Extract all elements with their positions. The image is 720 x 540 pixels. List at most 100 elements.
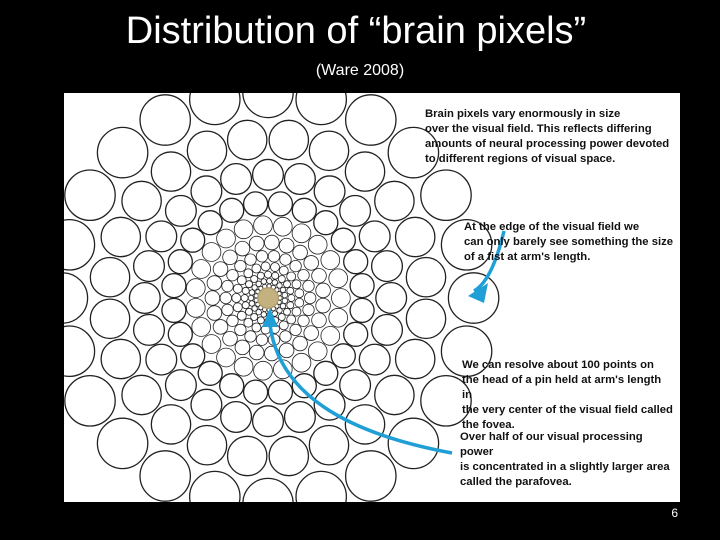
brain-pixel-circle <box>64 374 116 427</box>
brain-pixel-circle <box>234 339 251 356</box>
brain-pixel-circle <box>121 374 162 416</box>
brain-pixel-circle <box>242 93 294 119</box>
slide-subtitle: (Ware 2008) <box>315 62 405 79</box>
brain-pixel-circle <box>255 280 262 287</box>
fovea-arrowhead <box>262 308 278 327</box>
brain-pixel-circle <box>96 126 149 179</box>
brain-pixel-circle <box>100 216 142 258</box>
brain-pixel-circle <box>251 322 262 333</box>
brain-pixel-circle <box>244 253 257 266</box>
brain-pixel-circle <box>302 279 315 293</box>
brain-pixel-circle <box>204 290 221 306</box>
brain-pixel-circle <box>206 305 223 321</box>
brain-pixel-circle <box>267 191 294 217</box>
brain-pixel-circle <box>221 279 234 293</box>
fovea-arrow <box>268 324 453 455</box>
brain-pixel-circle <box>201 242 222 262</box>
brain-pixel-circle <box>255 309 262 316</box>
brain-pixel-circle <box>405 298 447 340</box>
brain-pixel-circle <box>216 347 236 368</box>
brain-pixel-circle <box>201 334 222 354</box>
brain-pixel-circle <box>281 297 288 304</box>
brain-pixel-circle <box>226 269 239 282</box>
brain-pixel-circle <box>394 216 436 258</box>
brain-pixel-circle <box>304 291 317 305</box>
brain-pixel-circle <box>244 330 257 343</box>
brain-pixel-circle <box>233 356 254 377</box>
brain-pixel-circle <box>245 307 253 316</box>
brain-pixel-circle <box>308 424 350 466</box>
brain-pixel-circle <box>231 293 242 303</box>
brain-pixel-circle <box>291 373 317 399</box>
brain-pixel-circle <box>132 313 166 346</box>
brain-pixel-circle <box>164 369 197 402</box>
brain-pixel-circle <box>291 306 302 317</box>
brain-pixel-circle <box>264 234 280 251</box>
brain-pixel-circle <box>251 305 258 312</box>
brain-pixel-circle <box>344 151 386 192</box>
brain-pixel-circle <box>139 450 192 502</box>
brain-pixel-circle <box>167 321 193 347</box>
brain-pixel-circle <box>212 261 229 277</box>
brain-pixel-circle <box>344 450 397 502</box>
brain-pixel-circle <box>220 400 253 434</box>
brain-pixel-circle <box>260 311 267 318</box>
brain-pixel-circle <box>286 314 297 325</box>
brain-pixel-circle <box>241 286 250 295</box>
brain-pixel-circle <box>339 369 372 402</box>
brain-pixel-circle <box>420 169 472 222</box>
brain-pixel-circle <box>264 270 272 279</box>
brain-pixel-circle <box>278 320 289 331</box>
brain-pixel-circle <box>250 313 259 321</box>
brain-pixel-circle <box>349 272 375 299</box>
brain-pixel-circle <box>279 253 292 266</box>
brain-pixel-circle <box>236 310 247 321</box>
brain-pixel-circle <box>330 343 356 369</box>
brain-pixel-circle <box>150 151 192 192</box>
brain-pixel-circle <box>221 303 234 317</box>
brain-pixel-circle <box>283 162 316 196</box>
brain-pixel-circle <box>236 275 247 286</box>
brain-pixel-circle <box>267 250 281 263</box>
brain-pixel-circle <box>358 343 391 376</box>
brain-pixel-circle <box>243 268 254 279</box>
brain-pixel-circle <box>190 175 223 208</box>
brain-pixel-circle <box>440 325 493 378</box>
brain-pixel-circle <box>64 272 89 324</box>
brain-pixel-circle <box>216 228 236 249</box>
brain-pixel-circle <box>242 379 269 405</box>
note-brain-pixels: Brain pixels vary enormously in size ove… <box>425 108 670 165</box>
brain-pixel-circle <box>219 197 245 223</box>
brain-pixel-circle <box>222 330 238 347</box>
brain-pixel-circle <box>374 180 415 222</box>
brain-pixel-circle <box>161 272 187 299</box>
brain-pixel-circle <box>188 470 241 502</box>
brain-pixel-circle <box>440 218 493 271</box>
brain-pixel-circle <box>256 316 265 325</box>
brain-pixel-circle <box>313 210 339 236</box>
brain-pixel-circle <box>286 301 295 310</box>
brain-pixel-circle <box>313 360 339 386</box>
brain-pixels-figure: Brain pixels vary enormously in size ove… <box>64 93 680 502</box>
note-parafovea: Over half of our visual processing power… <box>460 431 670 488</box>
brain-pixel-circle <box>206 275 223 291</box>
brain-pixel-circle <box>260 278 267 285</box>
brain-pixel-circle <box>180 227 206 253</box>
brain-pixel-circle <box>295 93 348 126</box>
brain-pixel-circle <box>343 249 369 275</box>
brain-pixel-circle <box>226 119 268 161</box>
brain-pixel-circle <box>279 286 287 294</box>
brain-pixel-circle <box>96 417 149 470</box>
brain-pixel-circle <box>245 280 253 289</box>
brain-pixel-circle <box>260 261 271 272</box>
brain-pixel-circle <box>295 470 348 502</box>
brain-pixel-circle <box>405 256 447 298</box>
brain-pixel-circle <box>250 275 259 283</box>
brain-pixel-circle <box>276 307 283 314</box>
brain-pixel-circle <box>344 404 386 445</box>
brain-pixel-circle <box>271 279 278 286</box>
fovea-marker <box>257 287 279 309</box>
brain-pixel-circle <box>191 259 211 279</box>
brain-pixel-circle <box>233 219 254 240</box>
brain-pixel-circle <box>279 330 292 343</box>
